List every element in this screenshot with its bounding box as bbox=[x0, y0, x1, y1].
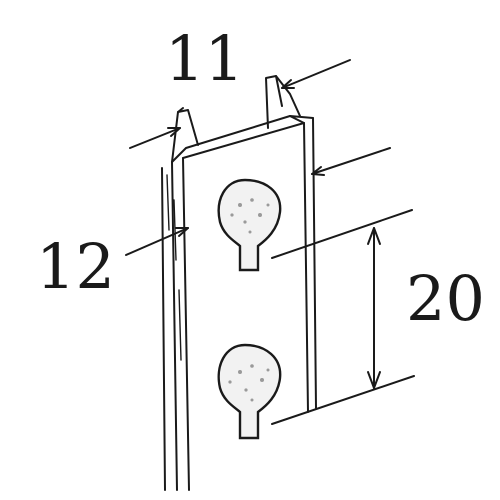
leader-line-11-lower bbox=[129, 127, 181, 149]
dimension-20 bbox=[271, 209, 415, 425]
keyhole-slot-lower bbox=[217, 343, 282, 440]
reference-numeral-20: 20 bbox=[406, 262, 485, 335]
leader-line-12 bbox=[125, 227, 189, 256]
leader-line-11-upper bbox=[281, 59, 351, 89]
keyhole-slot-upper bbox=[217, 178, 282, 272]
reference-numeral-12: 12 bbox=[36, 230, 115, 303]
reference-numeral-11: 11 bbox=[165, 22, 244, 95]
leader-line-11-right bbox=[311, 147, 391, 176]
upright-post bbox=[161, 75, 317, 491]
